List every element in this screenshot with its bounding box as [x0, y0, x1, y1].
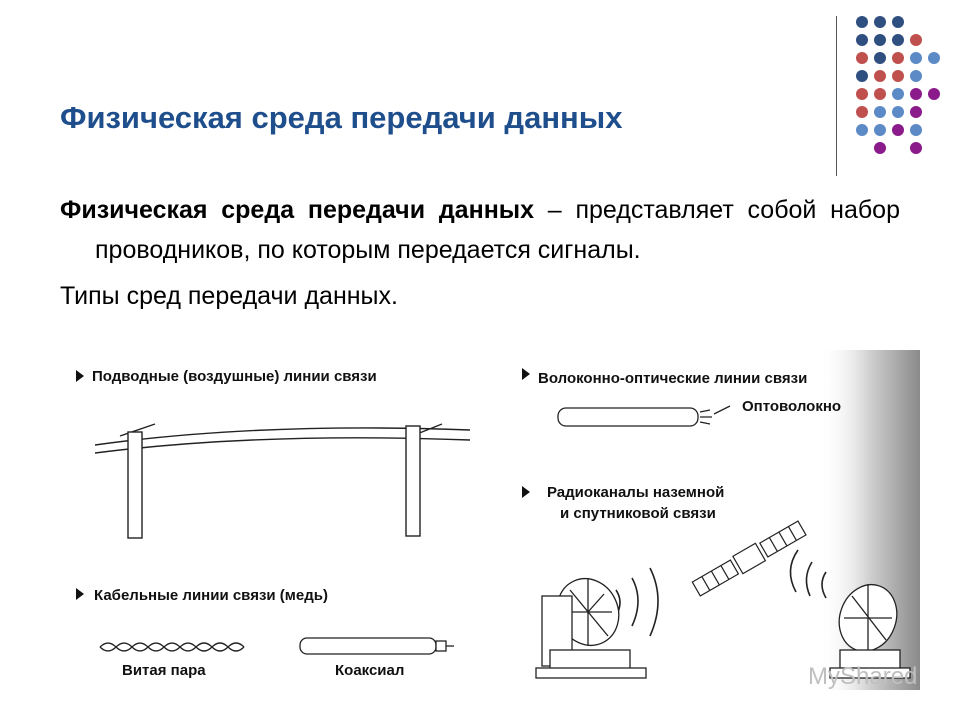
transmission-media-figure: Подводные (воздушные) линии связи Кабель… — [76, 350, 920, 690]
watermark-text: MyShared — [808, 663, 917, 690]
bullet-arrow-icon — [522, 368, 530, 380]
dot-grid — [856, 16, 940, 154]
fiber-label: Волоконно-оптические линии связи — [538, 370, 807, 387]
slide-body: Физическая среда передачи данных – предс… — [60, 190, 900, 316]
coax-label: Коаксиал — [335, 662, 404, 679]
twisted-pair-icon — [99, 642, 245, 652]
overhead-label: Подводные (воздушные) линии связи — [92, 368, 377, 385]
cable-label: Кабельные линии связи (медь) — [94, 587, 328, 604]
fiber-cable-icon — [557, 405, 731, 427]
definition-text: – представляет собой набор проводников, … — [95, 196, 900, 264]
radio-label-line1: Радиоканалы наземной — [547, 484, 724, 501]
types-heading: Типы сред передачи данных. — [60, 282, 398, 310]
bullet-arrow-icon — [76, 370, 84, 382]
twisted-pair-label: Витая пара — [122, 662, 206, 679]
ground-antenna-right-icon — [829, 583, 911, 679]
radio-label-line2: и спутниковой связи — [560, 505, 716, 522]
radio-waves-icon — [615, 549, 827, 637]
bullet-arrow-icon — [76, 588, 84, 600]
coax-cable-icon — [299, 637, 454, 655]
satellite-icon — [691, 520, 807, 597]
slide-title: Физическая среда передачи данных — [60, 100, 623, 135]
definition-term: Физическая среда передачи данных — [60, 196, 535, 224]
overhead-line-illustration — [94, 423, 471, 539]
ground-antenna-left-icon — [535, 578, 647, 679]
decorative-dots — [856, 16, 940, 154]
definition-paragraph: Физическая среда передачи данных – предс… — [60, 190, 900, 270]
fiber-callout-label: Оптоволокно — [742, 398, 841, 415]
bullet-arrow-icon — [522, 486, 530, 498]
divider-line — [836, 16, 837, 176]
